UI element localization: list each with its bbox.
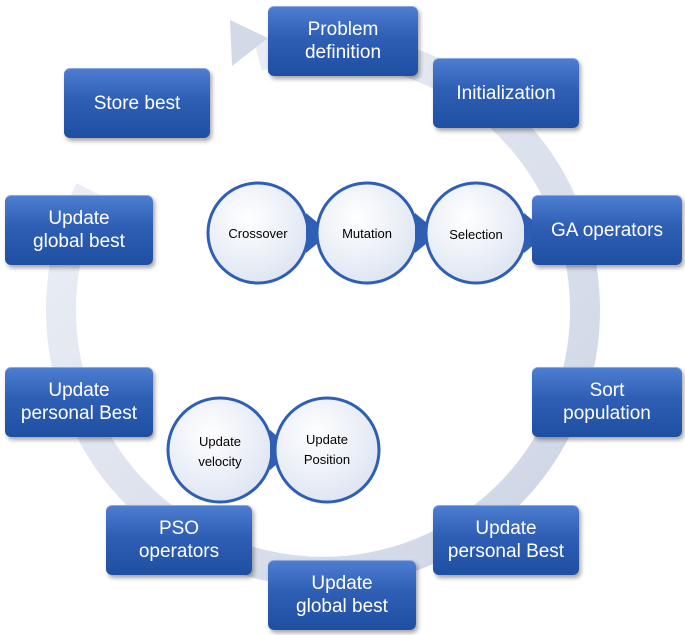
step-label: Initialization	[456, 82, 556, 104]
step-update-global-best-left: Update global best	[5, 195, 153, 265]
step-update-personal-best-right: Update personal Best	[433, 505, 579, 575]
cycle-arrowhead	[230, 20, 268, 66]
selection-label: Selection	[449, 227, 503, 242]
step-update-global-best-bottom: Update global best	[268, 560, 416, 630]
step-label: Problem definition	[304, 19, 382, 63]
step-update-personal-best-left: Update personal Best	[5, 367, 153, 437]
step-ga-operators: GA operators	[532, 195, 682, 265]
update-position-label: Update Position	[303, 432, 351, 467]
pso-operator-chain	[166, 396, 381, 504]
step-label: PSO operators	[138, 518, 220, 562]
step-label: Update personal Best	[447, 518, 565, 562]
update-position-circle	[273, 396, 381, 504]
step-pso-operators: PSO operators	[106, 505, 252, 575]
crossover-label: Crossover	[228, 226, 288, 241]
step-label: Sort population	[563, 380, 651, 424]
step-problem-definition: Problem definition	[268, 6, 418, 76]
step-label: Update global best	[33, 208, 125, 252]
step-initialization: Initialization	[433, 58, 579, 128]
step-label: Update global best	[296, 573, 388, 617]
step-label: Update personal Best	[20, 380, 138, 424]
update-velocity-label: Update velocity	[198, 434, 242, 469]
step-label: GA operators	[551, 219, 663, 241]
ga-operator-chain	[206, 181, 548, 285]
step-store-best: Store best	[64, 68, 210, 138]
step-label: Store best	[93, 92, 181, 114]
mutation-label: Mutation	[342, 226, 392, 241]
step-sort-population: Sort population	[532, 367, 682, 437]
